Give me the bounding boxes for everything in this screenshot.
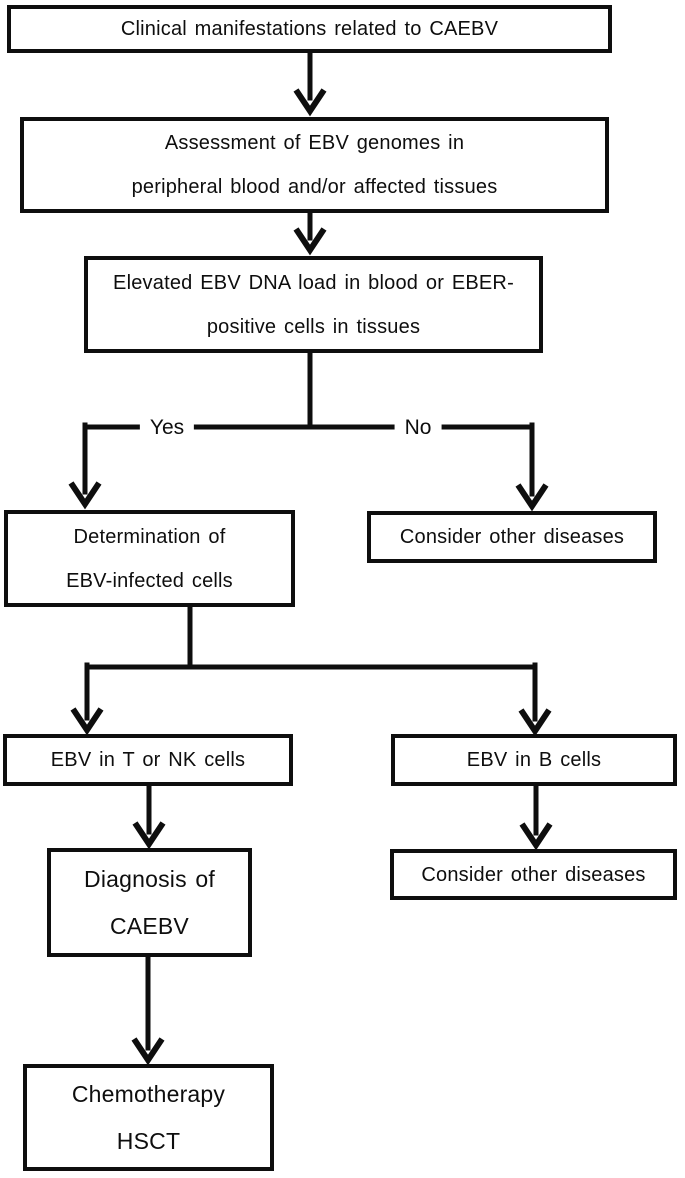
node-diagnosis-line1: Diagnosis of	[84, 865, 215, 892]
arrow-diagnosis-to-treatment	[131, 954, 165, 1066]
node-consider-no-label: Consider other diseases	[399, 526, 625, 548]
node-diagnosis-of-caebv: Diagnosis of CAEBV	[47, 848, 252, 957]
arrow-no-to-consider	[515, 422, 549, 512]
node-assessment-line2: peripheral blood and/or affected tissues	[131, 176, 498, 198]
branch-cell-type	[84, 604, 538, 670]
node-consider-other-diseases-b: Consider other diseases	[390, 849, 677, 900]
node-consider-b-label: Consider other diseases	[421, 863, 646, 886]
node-assessment-line1: Assessment of EBV genomes in	[164, 132, 465, 154]
arrow-branch-to-tnk	[70, 662, 104, 736]
node-treatment-line1: Chemotherapy	[71, 1080, 226, 1107]
node-ebv-t-nk-label: EBV in T or NK cells	[50, 749, 246, 771]
arrow-b-to-consider	[519, 783, 553, 851]
node-treatment-line2: HSCT	[116, 1127, 181, 1154]
arrow-branch-to-b	[518, 662, 552, 737]
node-chemotherapy-hsct: Chemotherapy HSCT	[23, 1064, 274, 1171]
node-ebv-in-b-cells: EBV in B cells	[391, 734, 677, 786]
node-ebv-b-label: EBV in B cells	[466, 749, 602, 771]
branch-label-yes: Yes	[139, 414, 195, 442]
branch-label-no: No	[394, 414, 442, 442]
arrow-assessment-to-elevated	[293, 210, 327, 256]
node-ebv-in-t-or-nk-cells: EBV in T or NK cells	[3, 734, 293, 786]
node-determination-line2: EBV-infected cells	[66, 569, 233, 592]
node-elevated-ebv-dna: Elevated EBV DNA load in blood or EBER- …	[84, 256, 543, 353]
node-diagnosis-line2: CAEBV	[110, 912, 189, 939]
node-clinical-manifestations-label: Clinical manifestations related to CAEBV	[120, 18, 499, 40]
arrow-yes-to-determination	[68, 422, 102, 510]
node-determination-ebv-infected-cells: Determination of EBV-infected cells	[4, 510, 295, 607]
arrow-clinical-to-assessment	[293, 49, 327, 117]
node-elevated-line1: Elevated EBV DNA load in blood or EBER-	[113, 271, 514, 294]
node-determination-line1: Determination of	[73, 525, 226, 548]
node-assessment-ebv-genomes: Assessment of EBV genomes in peripheral …	[20, 117, 609, 213]
node-clinical-manifestations: Clinical manifestations related to CAEBV	[7, 5, 612, 53]
node-consider-other-diseases-no: Consider other diseases	[367, 511, 657, 563]
arrow-tnk-to-diagnosis	[132, 783, 166, 850]
node-elevated-line2: positive cells in tissues	[206, 315, 421, 338]
